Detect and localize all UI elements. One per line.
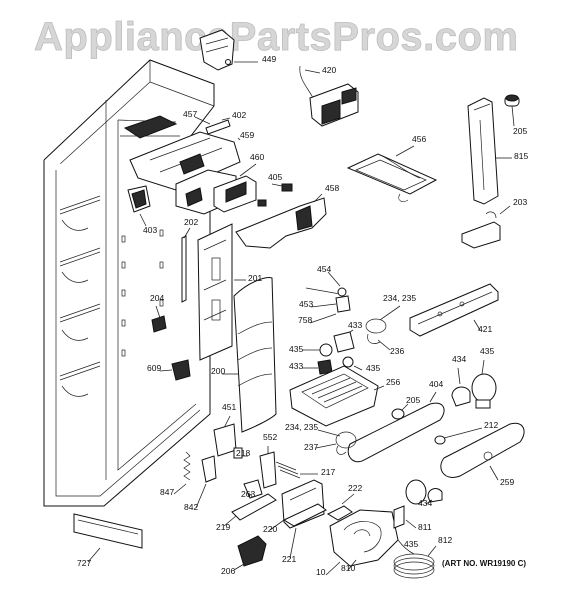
callout-label: 811 — [418, 522, 432, 532]
callout-label: 435 — [366, 363, 380, 373]
callout-label: 456 — [412, 134, 426, 144]
part-456-bracket — [346, 145, 438, 202]
part-453-valve — [305, 271, 351, 324]
part-460-fan — [175, 163, 293, 215]
callout-label: 453 — [299, 299, 313, 309]
callout-label: 434 — [418, 498, 432, 508]
callout-labels: 449 420 402 457 459 456 205 815 460 405 458 203 403 2… — [77, 54, 528, 577]
callout-label: 812 — [438, 535, 452, 545]
callout-label: 458 — [325, 183, 339, 193]
callout-label: 402 — [232, 110, 246, 120]
callout-label: 237 — [304, 442, 318, 452]
callout-label: 204 — [150, 293, 164, 303]
callout-label: 815 — [514, 151, 528, 161]
callout-label: 256 — [386, 377, 400, 387]
callout-label: 234, 235 — [383, 293, 416, 303]
callout-label: 205 — [513, 126, 527, 136]
callout-label: 234, 235 — [285, 422, 318, 432]
part-449-bracket — [199, 29, 258, 71]
callout-label: 259 — [500, 477, 514, 487]
part-206-pad — [233, 535, 267, 571]
callout-label: 842 — [184, 502, 198, 512]
part-459-duct-cover — [129, 116, 241, 191]
callout-label: 758 — [298, 315, 312, 325]
callout-label: 218 — [236, 448, 250, 458]
part-202-rod — [181, 227, 191, 303]
callout-label: 435 — [480, 346, 494, 356]
callout-label: 847 — [160, 487, 174, 497]
callout-label: 454 — [317, 264, 331, 274]
callout-label: 403 — [143, 225, 157, 235]
part-204-clip — [151, 305, 191, 381]
callout-label: 219 — [216, 522, 230, 532]
callout-label: 222 — [348, 483, 362, 493]
callout-label: 433 — [289, 361, 303, 371]
callout-label: 433 — [348, 320, 362, 330]
callout-label: 263 — [241, 489, 255, 499]
callout-label: 435 — [404, 539, 418, 549]
callout-label: 451 — [222, 402, 236, 412]
part-810-dispenser-module — [325, 493, 437, 579]
callout-label: 212 — [484, 420, 498, 430]
callout-label: 727 — [77, 558, 91, 568]
callout-label: 205 — [406, 395, 420, 405]
part-847-spring — [173, 451, 263, 509]
callout-label: 460 — [250, 152, 264, 162]
part-404-cover — [315, 391, 445, 463]
callout-label: 405 — [268, 172, 282, 182]
callout-label: 236 — [390, 346, 404, 356]
callout-label: 810 — [341, 563, 355, 573]
watermark: AppliancePartsPros.com — [34, 15, 519, 59]
callout-label: 457 — [183, 109, 197, 119]
cabinet-case — [43, 59, 215, 507]
part-259-housing — [405, 422, 525, 505]
part-200-panel — [222, 277, 277, 433]
part-236-ring — [365, 305, 401, 351]
callout-label: 217 — [321, 467, 335, 477]
callout-label: 434 — [452, 354, 466, 364]
part-815-water-filter — [461, 94, 520, 249]
part-221-platform — [223, 479, 327, 559]
part-433-socket — [302, 329, 363, 375]
callout-label: 206 — [221, 566, 235, 576]
callout-label: 203 — [513, 197, 527, 207]
part-256-tray — [289, 365, 385, 427]
callout-label: 220 — [263, 524, 277, 534]
callout-label: 449 — [262, 54, 276, 64]
part-458-cover — [235, 193, 327, 249]
callout-label: 404 — [429, 379, 443, 389]
part-727-grille — [73, 513, 143, 563]
callout-label: 221 — [282, 554, 296, 564]
callout-label: 435 — [289, 344, 303, 354]
callout-label: 552 — [263, 432, 277, 442]
part-403-grille — [127, 185, 151, 227]
part-201-duct — [197, 223, 246, 361]
callout-label: 10 — [316, 567, 326, 577]
part-451-bracket — [213, 415, 318, 489]
callout-label: 421 — [478, 324, 492, 334]
part-420-damper — [299, 65, 359, 127]
art-number: (ART NO. WR19190 C) — [442, 559, 526, 568]
callout-label: 200 — [211, 366, 225, 376]
callout-label: 202 — [184, 217, 198, 227]
part-421-cover — [409, 283, 499, 337]
part-434-socket — [451, 359, 497, 409]
callout-label: 201 — [248, 273, 262, 283]
callout-label: 420 — [322, 65, 336, 75]
callout-label: 459 — [240, 130, 254, 140]
callout-label: 609 — [147, 363, 161, 373]
